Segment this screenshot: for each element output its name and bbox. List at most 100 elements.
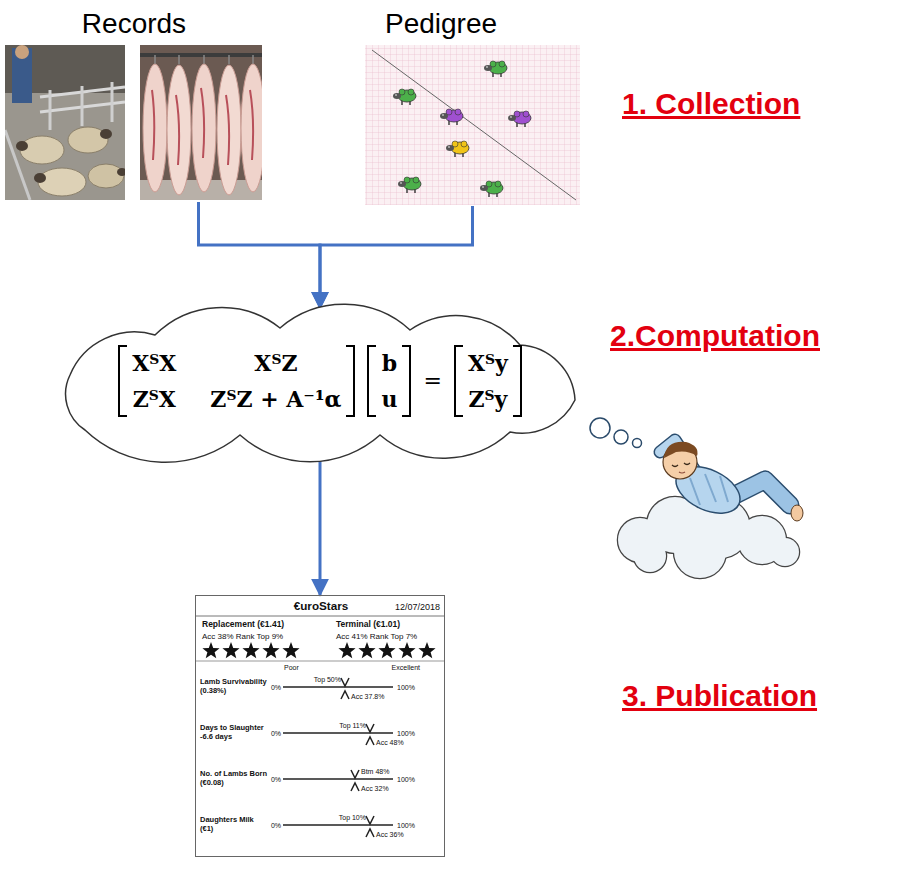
card-text: No. of Lambs Born (€0.08) <box>200 770 268 787</box>
pedigree-chart <box>372 50 576 200</box>
card-text: 0% <box>271 776 281 784</box>
sleeping-man <box>672 463 690 467</box>
matrix-equation: XᵀXXᵀZZᵀXZᵀZ + A⁻¹αbu = XᵀyZᵀy <box>118 345 522 417</box>
card-text: Acc 41% Rank Top 7% <box>336 632 417 641</box>
step-heading: 3. Publication <box>622 678 817 714</box>
thought-bubbles <box>590 418 610 438</box>
flow-arrow <box>320 206 473 308</box>
star-rating <box>378 642 395 658</box>
sleeping-man <box>664 442 698 458</box>
sleeping-man <box>690 474 728 505</box>
card-text: Acc 38% Rank Top 9% <box>202 632 283 641</box>
pedigree-chart <box>480 181 503 197</box>
pedigree-chart <box>365 45 580 205</box>
card-text: Btm 48% <box>361 768 389 776</box>
sleeping-man <box>791 505 803 521</box>
eurostars-card-art <box>195 595 445 857</box>
trait-bars <box>283 732 393 734</box>
matrix-bracket: XᵀyZᵀy <box>454 345 522 417</box>
carcass-photo <box>241 64 262 192</box>
matrix-bracket: bu <box>367 345 411 417</box>
equation-term: Xᵀy <box>468 349 508 377</box>
sheep-pen-photo <box>88 164 124 188</box>
step-heading: 2.Computation <box>610 318 820 354</box>
sleeping-man <box>634 540 666 572</box>
sheep-pen-photo <box>49 90 52 130</box>
sheep-pen-photo <box>5 45 125 200</box>
sleeping-man <box>771 538 799 566</box>
trait-bars <box>341 678 349 686</box>
thought-bubbles <box>590 418 642 448</box>
star-rating <box>262 642 279 658</box>
pedigree-chart <box>365 45 580 205</box>
carcass-photo <box>228 55 230 64</box>
trait-bars <box>366 724 374 732</box>
star-rating <box>358 642 375 658</box>
eurostars-card: €uroStars12/07/2018Replacement (€1.41)Te… <box>195 595 445 857</box>
sleeping-man <box>618 440 803 578</box>
carcass-photo <box>140 45 262 200</box>
thought-bubbles <box>614 430 628 444</box>
computation-cloud: XᵀXXᵀZZᵀXZᵀZ + A⁻¹αbu = XᵀyZᵀy <box>40 300 600 465</box>
sheep-pen-photo <box>38 168 86 196</box>
carcass-photo <box>154 55 156 64</box>
card-text: Acc 36% <box>376 831 404 839</box>
sheep-pen-photo <box>100 129 112 139</box>
card-text: Terminal (€1.01) <box>336 620 400 630</box>
card-text: Lamb Survivability (0.38%) <box>200 678 268 695</box>
card-text: 100% <box>397 730 415 738</box>
trait-bars <box>283 686 393 688</box>
pedigree-chart <box>393 89 416 105</box>
trait-bars <box>341 691 349 699</box>
card-text: 100% <box>397 822 415 830</box>
sheep-pen-photo <box>20 136 64 164</box>
sleeping-man <box>679 472 685 473</box>
equation-term: = <box>423 367 441 395</box>
flow-arrow <box>319 461 322 595</box>
sleeping-man <box>771 538 799 566</box>
carcass-photo <box>140 53 262 57</box>
eurostars-card-art <box>195 595 445 857</box>
sleeping-man <box>660 440 700 478</box>
pedigree-panel: Pedigree <box>365 8 580 206</box>
carcass-photo <box>203 55 205 64</box>
card-text: 0% <box>271 684 281 692</box>
card-text: Top 50% <box>314 676 341 684</box>
pedigree-chart <box>398 177 421 193</box>
card-text: Acc 37.8% <box>351 693 384 701</box>
trait-bars <box>351 770 359 778</box>
matrix-bracket: XᵀXXᵀZZᵀXZᵀZ + A⁻¹α <box>118 345 355 417</box>
sheep-pen-photo <box>16 141 28 151</box>
star-rating <box>222 642 239 658</box>
card-text: Top 11% <box>339 722 366 730</box>
equals-holder: = <box>423 367 441 395</box>
cloud-outline-path <box>66 304 575 462</box>
card-text: Acc 32% <box>361 785 389 793</box>
flow-arrow <box>199 202 321 308</box>
pedigree-chart <box>508 111 531 127</box>
step-heading: 1. Collection <box>622 86 800 122</box>
trait-bars <box>366 816 374 824</box>
sheep-pen-photo <box>111 82 114 122</box>
star-rating <box>338 642 355 658</box>
pedigree-chart <box>446 141 469 157</box>
trait-bars <box>366 829 374 837</box>
sleeping-man <box>634 540 666 572</box>
card-text: Days to Slaughter -6.6 days <box>200 724 268 741</box>
card-text: Acc 48% <box>376 739 404 747</box>
equation-term: b <box>382 349 397 377</box>
pedigree-chart <box>440 109 463 125</box>
eurostars-card-art <box>195 616 445 617</box>
thought-bubbles <box>633 439 642 448</box>
trait-bars <box>366 737 374 745</box>
pedigree-chart <box>365 45 580 205</box>
card-text: Daughters Milk (€1) <box>200 816 268 833</box>
card-text: 100% <box>397 776 415 784</box>
carcass-photo <box>152 88 253 165</box>
trait-bars <box>283 824 393 826</box>
panel-heading: Pedigree <box>365 8 580 40</box>
star-rating <box>202 642 435 658</box>
card-text: Replacement (€1.41) <box>202 620 284 630</box>
sleeping-man <box>660 440 700 478</box>
